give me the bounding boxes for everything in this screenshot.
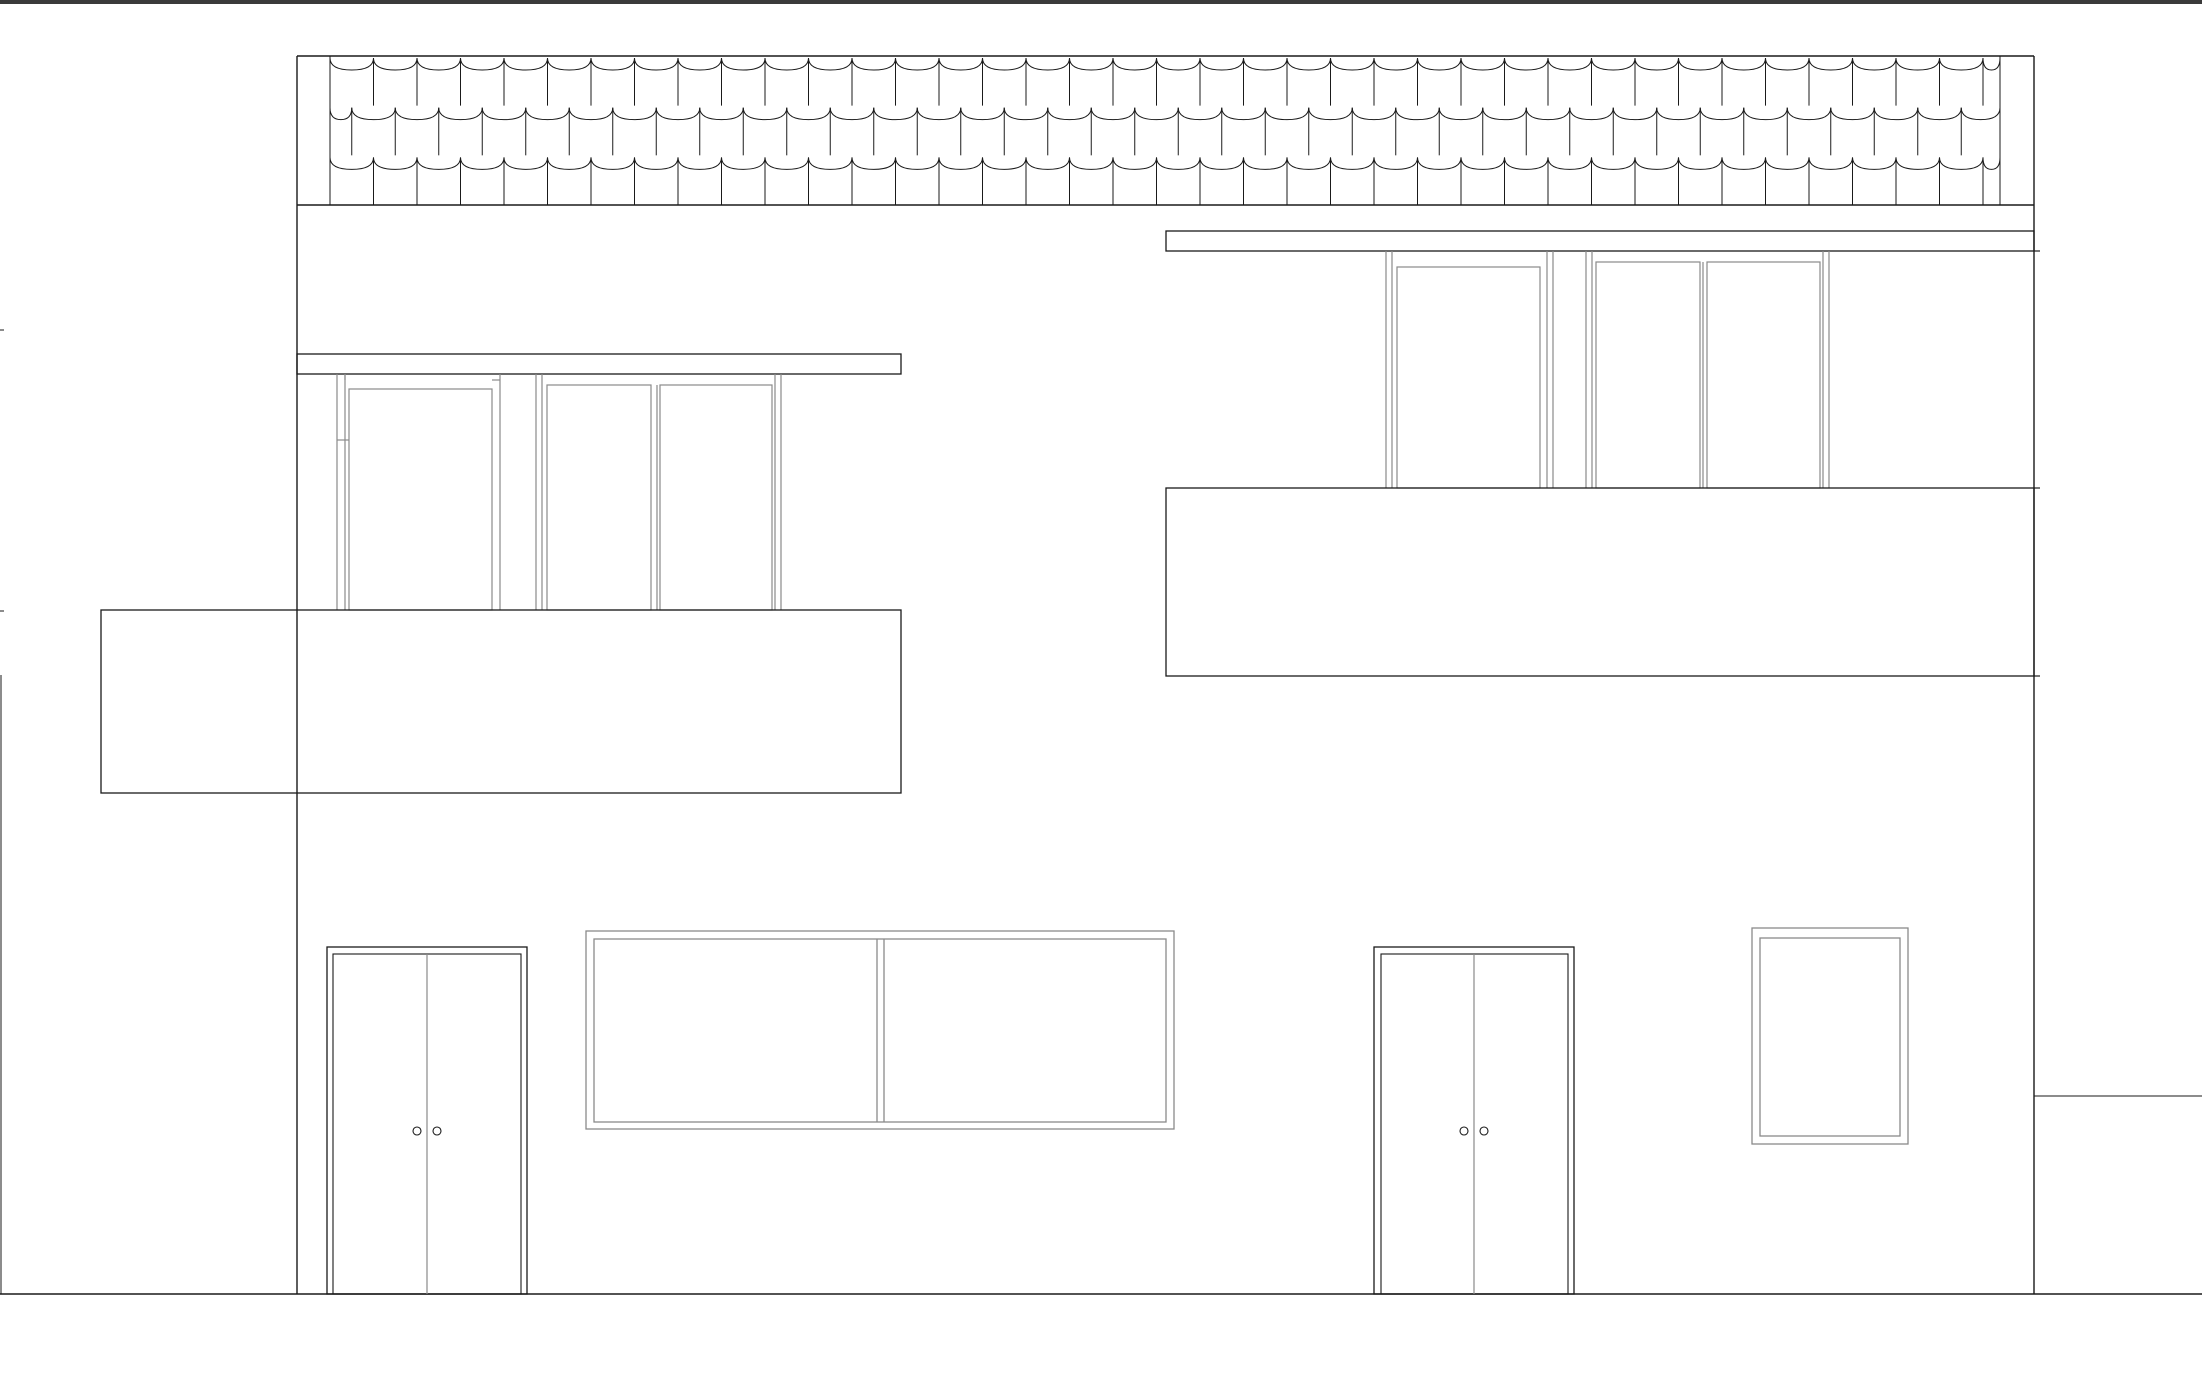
upper-right-window-frames	[1385, 251, 1830, 489]
ground-left-door	[326, 946, 528, 1295]
window-top-bar	[0, 0, 2202, 4]
door-knob-left	[1459, 1126, 1469, 1136]
door-knob-left	[412, 1126, 422, 1136]
upper-left-balcony	[100, 353, 902, 794]
door-knob-right	[1479, 1126, 1489, 1136]
ground-small-window	[1751, 927, 1909, 1145]
tile-row-scallop	[329, 57, 2001, 71]
left-edge-marks	[0, 329, 4, 1294]
upper-right-balcony	[1165, 230, 2040, 677]
upper-left-window-frames	[336, 374, 782, 611]
door-knob-right	[432, 1126, 442, 1136]
upper-right-canopy	[1165, 230, 2035, 252]
upper-left-canopy	[296, 353, 902, 375]
roof-tiles	[329, 56, 2001, 205]
tile-row-scallop	[329, 107, 2001, 121]
ground-right-door	[1373, 946, 1575, 1295]
tile-row-scallop	[329, 157, 2001, 170]
ground-wide-window	[585, 930, 1175, 1130]
upper-left-parapet	[100, 609, 902, 794]
upper-right-parapet	[1165, 487, 2035, 677]
